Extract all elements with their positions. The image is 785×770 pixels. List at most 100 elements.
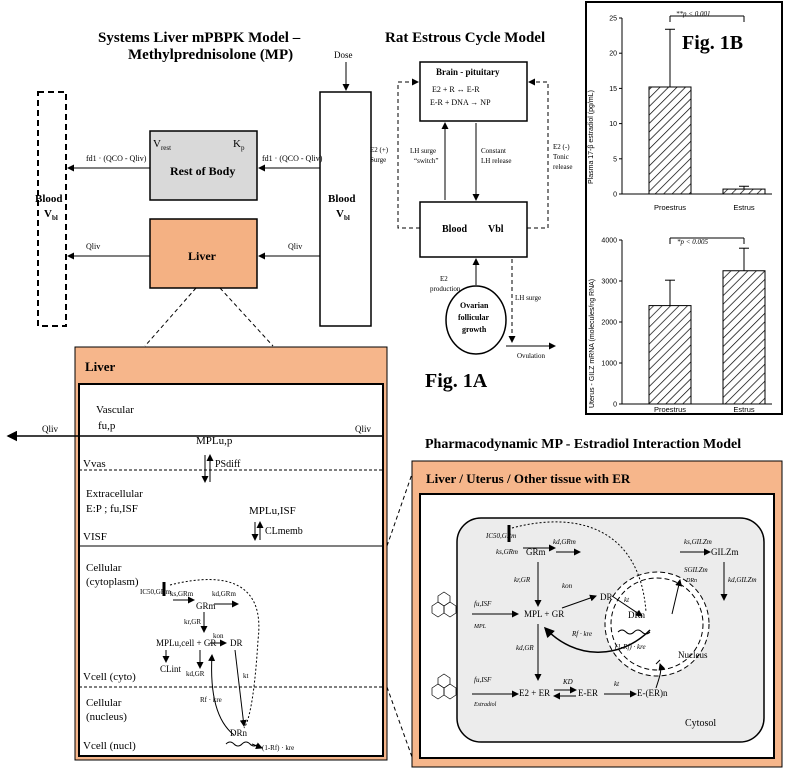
e2-production-label: E2 [440,275,448,283]
bar [648,86,692,195]
y-tick-label: 10 [609,121,617,128]
category-label: Proestrus [654,405,686,414]
lh-release-label: LH release [481,157,512,165]
pd-kt2-label: kt [614,680,620,688]
y-tick-label: 2000 [601,320,617,327]
ovarian-label-2: follicular [458,313,490,322]
kt-label: kt [243,672,249,680]
pd-kt-label: kt [624,596,630,604]
visf-label: VISF [83,531,107,543]
liver-detail-title: Liver [85,359,116,374]
nucleus-label: (nucleus) [86,711,127,723]
y-tick-label: 15 [609,86,617,93]
pd-kdgilz-label: kd,GILZm [728,576,757,584]
grm-label: GRm [196,601,216,611]
vascular-label: Vascular [96,404,134,416]
blood-right-label: Blood [328,193,356,205]
pd-rfkre-label: Rf · kre [572,630,593,638]
cellular-label: Cellular [86,562,122,574]
pd-fuisf-sub: MPL [474,624,486,630]
pd-eer-label: E-ER [578,688,598,698]
switch-label: “switch” [414,157,439,165]
kon-label: kon [213,632,224,640]
pd-grm-label: GRm [526,547,546,557]
e2-plus-label: E2 (+) [370,146,389,154]
ovarian-label-1: Ovarian [460,301,489,310]
bar [722,270,766,405]
ksgrm-label: ks,GRm [170,590,194,598]
surge-label: Surge [370,156,387,164]
blood-left-volume: Vbl [44,208,58,223]
y-tick-label: 0 [613,402,617,409]
pd-nucleus-label: Nucleus [678,650,708,660]
pd-e2er-label: E2 + ER [519,688,551,698]
pd-cytosol-label: Cytosol [685,718,717,729]
vvas-label: Vvas [83,458,106,470]
fup-label: fu,p [98,420,116,432]
clint-label: CLint [160,664,182,674]
blood-left-label: Blood [35,193,63,205]
y-tick-label: 5 [613,156,617,163]
mpluisf-label: MPLu,ISF [249,505,296,517]
estrous-blood-label: Blood [442,224,468,235]
steroid-molecule-icon [431,591,457,618]
ep-label: E:P ; fu,ISF [86,503,138,515]
pd-gilz-label: GILZm [711,547,739,557]
clmemb-label: CLmemb [265,526,303,537]
pd-drn-label: DRn [628,610,646,620]
pd-krgr-label: kr,GR [514,576,531,584]
liver-box-label: Liver [188,249,216,263]
pd-sgilz-sub: DRn [686,578,697,584]
y-tick-label: 4000 [601,238,617,245]
pd-ic50-label: IC50,GRm [486,532,517,540]
release-label: release [553,163,573,171]
qliv-right-label: Qliv [288,242,303,251]
y-tick-label: 1000 [601,361,617,368]
pd-dr-label: DR [600,592,613,602]
pd-subtitle: Liver / Uterus / Other tissue with ER [426,471,631,486]
estrous-eq1: E2 + R ↔ E-R [432,85,480,94]
pd-kd-label: KD [563,678,573,686]
bar [648,305,692,405]
qliv-left-label: Qliv [86,242,101,251]
category-label: Proestrus [654,203,686,212]
rest-volume: Vrest [153,138,172,153]
cellular2-label: Cellular [86,697,122,709]
psdiff-label: PSdiff [215,459,241,470]
mplup-label: MPLu,p [196,435,233,447]
top-chart-ylabel: Plasma 17-β estradiol (pg/mL) [588,90,595,184]
kdgr-label: kd,GR [186,670,205,678]
drn-label: DRn [230,728,248,738]
brain-pituitary-label: Brain - pituitary [436,67,500,77]
ovulation-label: Ovulation [517,352,545,360]
production-label: production [430,285,461,293]
fig1b-label: Fig. 1B [682,32,744,54]
vcellnucl-label: Vcell (nucl) [83,740,136,752]
rfkre2-label: (1-Rf) · kre [262,744,295,752]
estrous-eq2: E-R + DNA → NP [430,98,491,107]
kdgrm-label: kd,GRm [212,590,236,598]
rest-kp: Kp [233,138,245,153]
pd-kdgr-label: kd,GR [516,644,534,652]
krgr-label: kr,GR [184,618,202,626]
rest-of-body-label: Rest of Body [170,164,236,178]
tonic-label: Tonic [553,153,569,161]
flow-right-label: fd1 · (QCO - Qliv) [262,154,323,163]
ovarian-label-3: growth [462,325,487,334]
pd-estradiol-label: Estradiol [474,702,497,708]
pd-fuisf2-label: fu,ISF [474,676,492,684]
qliv-in-label: Qliv [355,424,372,434]
bottom-chart-ylabel: Uterus - GILZ mRNA (molecules/ng RNA) [589,278,596,408]
mplucell-label: MPLu,cell + GR [156,638,217,648]
y-tick-label: 20 [609,51,617,58]
dr-label: DR [230,638,243,648]
cytoplasm-label: (cytoplasm) [86,576,139,588]
pd-kdgrm-label: kd,GRm [553,538,576,546]
category-label: Estrus [733,203,755,212]
rfkre-label: Rf · kre [200,696,222,704]
qliv-out-label: Qliv [42,424,59,434]
pd-eern-label: E-(ER)n [637,688,668,698]
pd-ksgrm-label: ks,GRm [496,548,518,556]
dose-label: Dose [334,50,353,60]
